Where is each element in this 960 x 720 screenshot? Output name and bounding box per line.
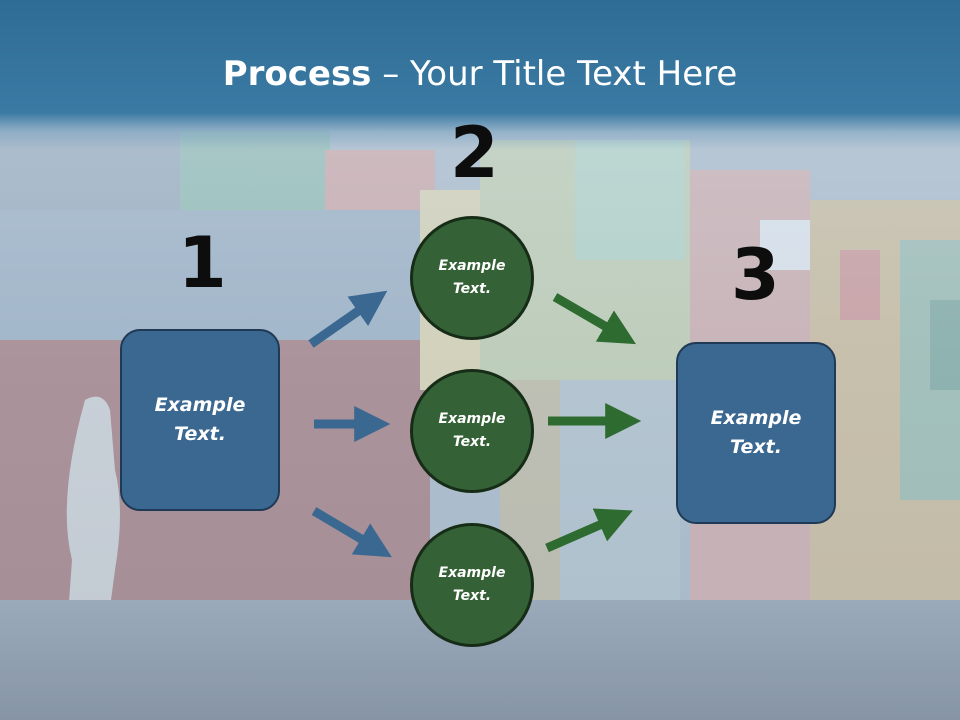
circle-top-text: Example Text. (438, 258, 506, 297)
slide-title: Process – Your Title Text Here (0, 52, 960, 96)
step-number-3: 3 (731, 234, 780, 316)
step-number-2: 2 (450, 112, 499, 194)
step-1-box: Example Text. (120, 329, 280, 511)
title-band (0, 0, 960, 150)
circle-middle-text: Example Text. (438, 411, 506, 450)
arrow-1-to-top (308, 290, 388, 348)
arrow-1-to-bottom (311, 507, 392, 558)
circle-middle: Example Text. (410, 369, 534, 493)
step-3-text: Example Text. (710, 407, 802, 458)
title-bold: Process (222, 54, 372, 94)
arrow-bottom-to-3 (545, 508, 633, 553)
step-3-box: Example Text. (676, 342, 836, 524)
circle-top: Example Text. (410, 216, 534, 340)
step-1-text: Example Text. (154, 394, 246, 445)
circle-bottom-text: Example Text. (438, 565, 506, 604)
circle-bottom: Example Text. (410, 523, 534, 647)
title-rest: – Your Title Text Here (371, 54, 738, 94)
arrow-top-to-3 (552, 293, 637, 345)
step-number-1: 1 (178, 222, 227, 304)
